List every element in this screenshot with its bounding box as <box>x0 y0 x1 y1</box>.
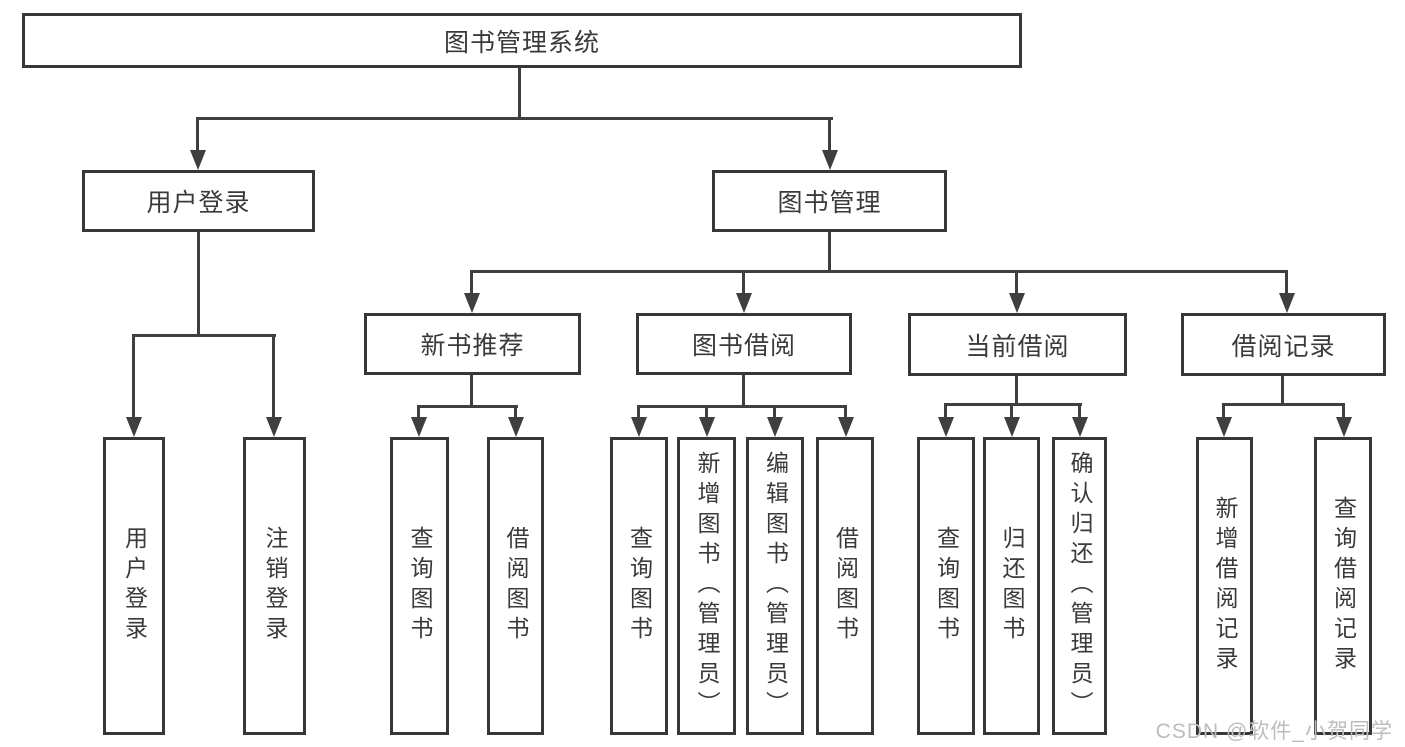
arrowhead-icon <box>938 417 954 437</box>
connector-line <box>1342 403 1345 422</box>
connector-line <box>828 232 831 273</box>
leaf-borrow-query-book: 查询图书 <box>610 437 668 735</box>
connector-line <box>1285 270 1288 297</box>
arrowhead-icon <box>126 417 142 437</box>
leaf-recommend-borrow-book: 借阅图书 <box>487 437 544 735</box>
connector-line <box>944 403 1082 406</box>
leaf-user-login: 用户登录 <box>103 437 165 735</box>
connector-line <box>1222 403 1345 406</box>
connector-line <box>196 117 833 120</box>
node-root: 图书管理系统 <box>22 13 1022 68</box>
arrowhead-icon <box>822 150 838 170</box>
arrowhead-icon <box>1009 293 1025 313</box>
arrowhead-icon <box>631 417 647 437</box>
leaf-recommend-query-book: 查询图书 <box>390 437 449 735</box>
connector-line <box>197 232 200 337</box>
connector-line <box>1281 376 1284 406</box>
arrowhead-icon <box>464 293 480 313</box>
node-user-login: 用户登录 <box>82 170 315 232</box>
connector-line <box>742 375 745 408</box>
connector-line <box>944 403 947 422</box>
arrowhead-icon <box>1072 417 1088 437</box>
leaf-current-return-book: 归还图书 <box>983 437 1040 735</box>
arrowhead-icon <box>1216 417 1232 437</box>
leaf-borrow-borrow-book: 借阅图书 <box>816 437 874 735</box>
node-current-borrow: 当前借阅 <box>908 313 1127 376</box>
connector-line <box>705 405 708 422</box>
csdn-watermark: CSDN @软件_小贺同学 <box>1155 720 1393 743</box>
connector-line <box>1015 376 1018 406</box>
connector-line <box>637 405 640 422</box>
arrowhead-icon <box>266 417 282 437</box>
connector-line <box>470 270 473 297</box>
leaf-current-query-book: 查询图书 <box>917 437 975 735</box>
connector-line <box>518 68 521 120</box>
node-borrow-record: 借阅记录 <box>1181 313 1386 376</box>
arrowhead-icon <box>1279 293 1295 313</box>
leaf-record-query: 查询借阅记录 <box>1314 437 1372 735</box>
connector-line <box>1010 403 1013 422</box>
leaf-borrow-edit-book-admin: 编辑图书（管理员） <box>746 437 804 735</box>
arrowhead-icon <box>699 417 715 437</box>
connector-line <box>196 117 199 155</box>
arrowhead-icon <box>508 417 524 437</box>
arrowhead-icon <box>767 417 783 437</box>
connector-line <box>470 375 473 408</box>
connector-line <box>514 405 517 422</box>
leaf-current-confirm-return-admin: 确认归还（管理员） <box>1052 437 1107 735</box>
connector-line <box>828 117 831 155</box>
connector-line <box>272 334 275 422</box>
connector-line <box>417 405 518 408</box>
connector-line <box>742 270 745 297</box>
arrowhead-icon <box>1004 417 1020 437</box>
connector-line <box>1078 403 1081 422</box>
connector-line <box>132 334 276 337</box>
arrowhead-icon <box>411 417 427 437</box>
connector-line <box>1015 270 1018 297</box>
leaf-borrow-add-book-admin: 新增图书（管理员） <box>677 437 736 735</box>
node-new-book-recommend: 新书推荐 <box>364 313 581 375</box>
arrowhead-icon <box>736 293 752 313</box>
node-book-management: 图书管理 <box>712 170 947 232</box>
leaf-record-add: 新增借阅记录 <box>1196 437 1253 735</box>
connector-line <box>637 405 847 408</box>
connector-line <box>773 405 776 422</box>
arrowhead-icon <box>1336 417 1352 437</box>
connector-line <box>1222 403 1225 422</box>
arrowhead-icon <box>190 150 206 170</box>
connector-line <box>470 270 1288 273</box>
connector-line <box>844 405 847 422</box>
connector-line <box>417 405 420 422</box>
leaf-logout: 注销登录 <box>243 437 306 735</box>
node-book-borrow: 图书借阅 <box>636 313 852 375</box>
connector-line <box>132 334 135 422</box>
arrowhead-icon <box>838 417 854 437</box>
